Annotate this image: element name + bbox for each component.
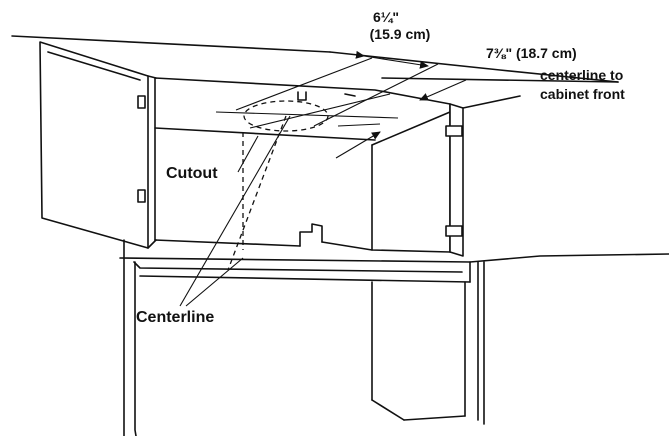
centerline-leader-1 [179, 115, 291, 307]
cabinet-body [154, 77, 451, 253]
left-door [39, 41, 157, 249]
depth-measure-label-line3: cabinet front [540, 86, 625, 102]
depth-arrow-bottom [335, 131, 381, 159]
width-measure-label-line2: (15.9 cm) [370, 26, 431, 42]
depth-arrow-top [419, 79, 467, 101]
depth-measure-label-line2: centerline to [540, 67, 623, 83]
range-top [119, 253, 669, 283]
width-measure-label-line1: 6¼" [373, 9, 399, 25]
width-guides [215, 57, 439, 129]
centerline-label: Centerline [136, 309, 214, 326]
right-door [445, 95, 521, 257]
width-dimension-arrow [355, 50, 429, 69]
lower-cabinets [123, 239, 485, 436]
cutout-leader [237, 135, 259, 173]
centerline-vertical [227, 115, 287, 271]
depth-measure-label-line1: 7⅜" (18.7 cm) [486, 45, 577, 61]
centerline-leader-2 [185, 257, 244, 307]
cutout-label: Cutout [166, 165, 218, 182]
